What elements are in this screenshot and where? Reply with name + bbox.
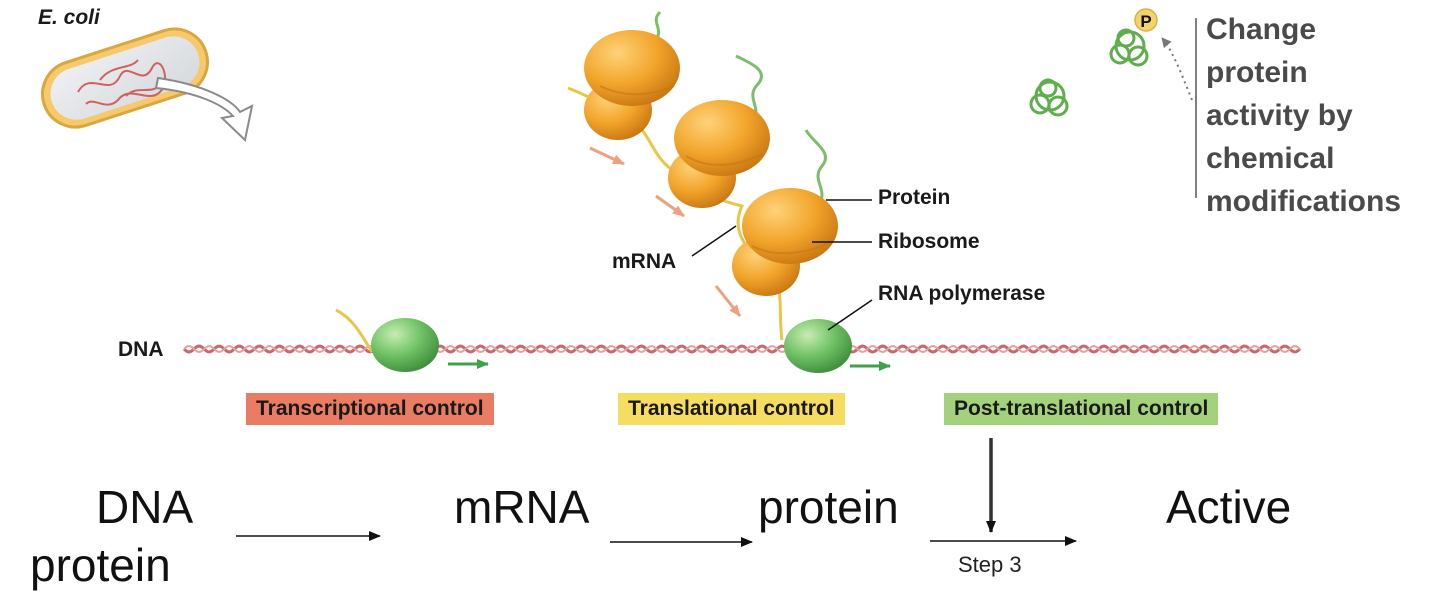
ribosome-motion-arrows	[589, 146, 742, 317]
ecoli-cell	[41, 27, 209, 129]
side-note-line-5: modifications	[1206, 185, 1402, 218]
ecoli-label: E. coli	[38, 6, 100, 29]
transcriptional-control-label: Transcriptional control	[246, 393, 494, 425]
modification-dotted-arrow	[1161, 37, 1193, 101]
dna-strand	[183, 344, 1301, 354]
flow-dna: DNA	[96, 481, 194, 533]
ribosome-1	[584, 30, 680, 140]
nascent-mrna-1	[335, 308, 374, 353]
step-label: Step 3	[958, 552, 1022, 577]
side-note-line-1: Change	[1206, 13, 1317, 46]
side-note: Change protein activity by chemical modi…	[1206, 8, 1401, 223]
side-note-line-4: chemical	[1206, 142, 1335, 175]
side-note-line-2: protein	[1206, 56, 1308, 89]
ribosome-3	[732, 188, 838, 296]
phosphate-badge-icon	[1134, 8, 1158, 32]
flow-dna-continuation: protein	[30, 539, 171, 591]
rna-polymerase-label: RNA polymerase	[878, 282, 1046, 305]
ribosome-2	[668, 100, 770, 208]
flow-active: Active	[1166, 481, 1292, 533]
rna-polymerase-1	[371, 318, 439, 372]
folded-protein-phosphorylated	[1109, 28, 1149, 67]
side-note-line-3: activity by	[1206, 99, 1353, 132]
flow-mrna: mRNA	[454, 481, 590, 533]
post-translational-control-label: Post-translational control	[944, 393, 1219, 425]
cell-zoom-arrow	[154, 76, 254, 142]
mrna-label: mRNA	[612, 250, 677, 273]
folded-protein-1	[1029, 78, 1069, 117]
translational-control-label: Translational control	[618, 393, 845, 425]
flow-protein: protein	[758, 481, 899, 533]
label-leader-lines	[691, 199, 873, 331]
protein-label: Protein	[878, 186, 951, 209]
dna-label: DNA	[118, 338, 164, 361]
phosphate-badge-label: P	[1140, 12, 1151, 31]
ribosome-label: Ribosome	[878, 230, 980, 253]
rna-polymerase-2	[784, 319, 852, 373]
